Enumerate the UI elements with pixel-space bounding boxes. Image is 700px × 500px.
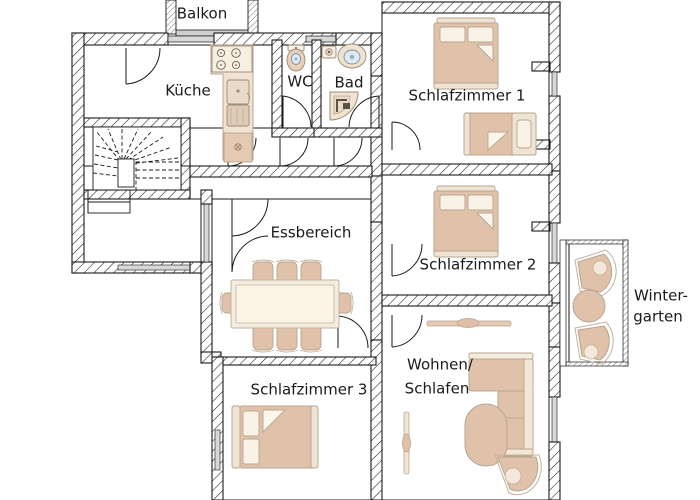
room-label-wc: WC: [287, 73, 312, 91]
kitchen-sink: [226, 79, 251, 127]
room-label-essbereich: Essbereich: [271, 224, 352, 242]
dining-set: [219, 259, 354, 353]
living-sofa: [468, 352, 534, 457]
sz1-double-bed: [433, 17, 499, 90]
room-label-schlafzimmer1: Schlafzimmer 1: [409, 87, 526, 105]
room-label-wintergarten-line2: garten: [633, 308, 683, 326]
sz3-double-bed: [231, 405, 319, 469]
wc-fixtures: [286, 44, 306, 72]
kitchen-furniture: [210, 44, 254, 163]
room-label-balkon: Balkon: [177, 5, 228, 23]
wintergarten-furniture: [572, 249, 617, 365]
dining-table: [230, 279, 340, 329]
room-outline-layer: [83, 12, 550, 500]
living-lamp: [402, 411, 411, 475]
stove-4-burner: [211, 45, 253, 73]
room-label-wohnen: Wohnen/: [407, 356, 474, 374]
room-label-wintergarten-line1: Winter-: [634, 287, 688, 305]
wg-armchair-top: [574, 249, 617, 297]
bad-fixtures: [321, 43, 367, 121]
living-furniture: [402, 318, 542, 496]
living-sideboard: [426, 318, 512, 328]
living-pouf: [464, 403, 508, 467]
room-label-layer: Balkon Küche WC Bad Schlafzimmer 1 Essbe…: [165, 5, 688, 399]
kitchen-appliance: [223, 132, 253, 163]
wall-layer: [71, 1, 561, 500]
sz2-double-bed: [433, 185, 499, 258]
sz1-single-bed: [463, 112, 537, 156]
wg-table: [572, 289, 606, 323]
living-armchair: [494, 454, 542, 496]
dining-chair: [251, 321, 275, 353]
wg-armchair-bot: [574, 321, 614, 365]
dining-chair: [275, 321, 299, 353]
door-layer: [125, 47, 423, 349]
winder-staircase: [87, 126, 182, 214]
room-label-schlafzimmer3: Schlafzimmer 3: [251, 381, 368, 399]
room-label-schlafen: Schlafen: [405, 380, 470, 398]
room-label-bad: Bad: [334, 74, 363, 92]
room-label-schlafzimmer2: Schlafzimmer 2: [420, 256, 537, 274]
room-label-kueche: Küche: [165, 82, 211, 100]
